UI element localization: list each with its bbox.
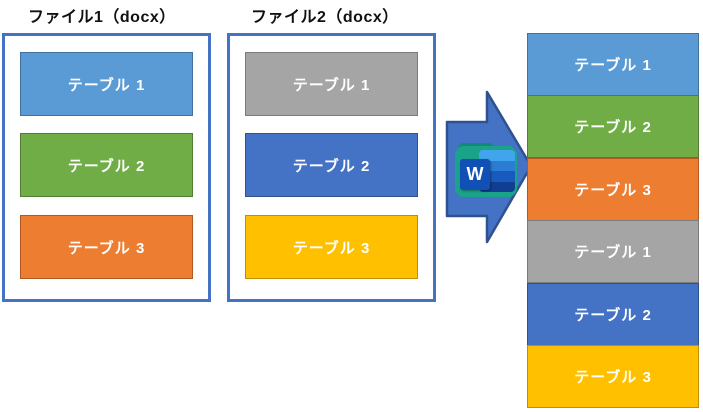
file1-table-3: テーブル 3 [20,215,193,279]
file1-title: ファイル1（docx） [28,9,176,26]
file2-table-2: テーブル 2 [245,133,418,197]
file2-table-3: テーブル 3 [245,215,418,279]
word-icon-stripe-3 [479,171,515,182]
merged-output-column: テーブル 1 テーブル 2 テーブル 3 テーブル 1 テーブル 2 テーブル … [527,33,699,408]
word-icon: W [455,143,519,197]
file1-container: テーブル 1 テーブル 2 テーブル 3 [2,33,211,302]
word-icon-w-letter: W [460,159,490,190]
word-icon-stripe-4 [479,181,515,192]
file2-title: ファイル2（docx） [251,9,399,26]
merged-table-1: テーブル 1 [527,33,699,96]
file2-container: テーブル 1 テーブル 2 テーブル 3 [227,33,436,302]
word-icon-stripe-2 [479,160,515,171]
word-icon-document [479,150,515,192]
merged-table-3: テーブル 3 [527,158,699,221]
merged-table-4: テーブル 1 [527,220,699,283]
word-icon-stripe-1 [479,150,515,161]
merged-table-5: テーブル 2 [527,283,699,346]
file2-table-1: テーブル 1 [245,52,418,116]
merged-table-2: テーブル 2 [527,95,699,158]
merged-table-6: テーブル 3 [527,345,699,408]
file1-table-2: テーブル 2 [20,133,193,197]
file1-table-1: テーブル 1 [20,52,193,116]
